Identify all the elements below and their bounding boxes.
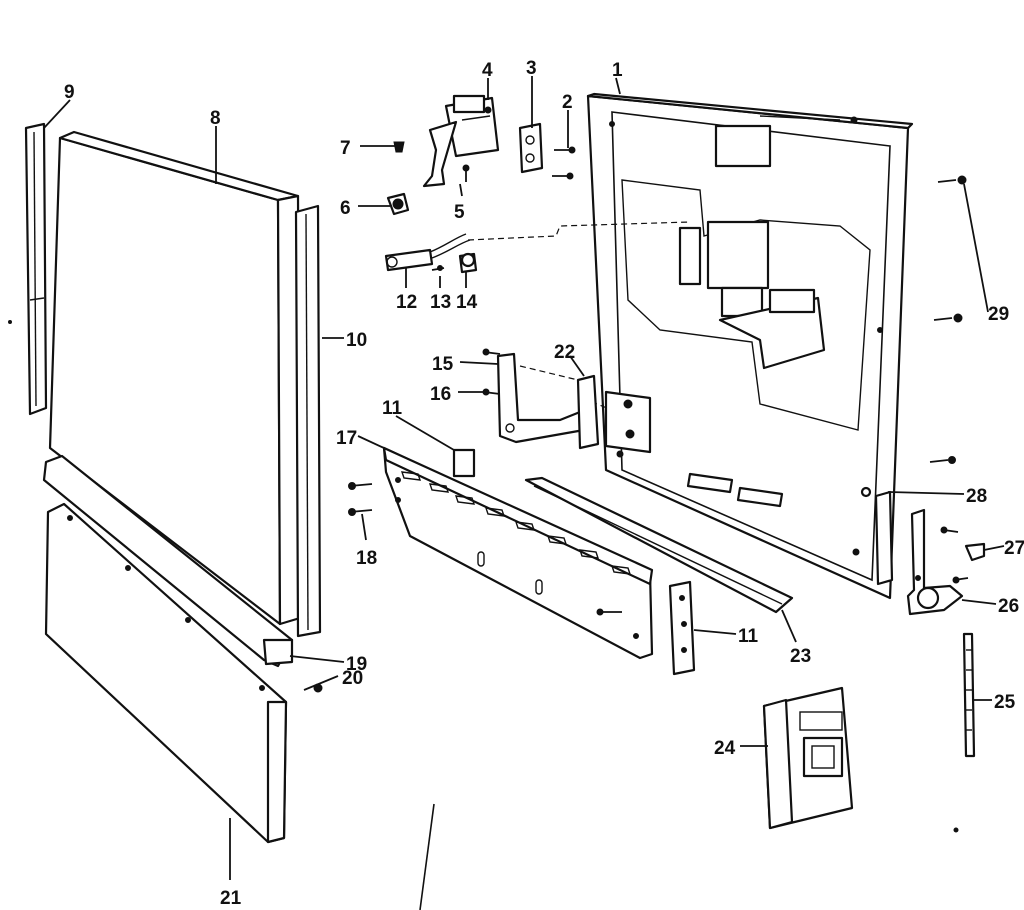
callout-labels: 1 2 3 4 5 6 7 8 9 10 11 11 12 13 14 15 1… [64,58,1024,909]
callout-11-upper: 11 [382,398,403,419]
part-13-screw [431,265,445,271]
part-12-switch [384,233,471,272]
callout-14: 14 [456,292,478,313]
callout-13: 13 [430,292,451,313]
callout-17: 17 [336,428,357,449]
callout-28: 28 [966,486,987,507]
part-29-screws [929,175,967,464]
callout-2: 2 [562,92,573,113]
callout-leaders [43,76,1005,880]
part-21-access-panel [44,502,288,844]
callout-25: 25 [994,692,1016,713]
part-27-clip [940,526,986,584]
scan-marks [8,320,959,910]
part-19-bottom-strip [42,454,294,668]
part-26-hinge [906,508,964,616]
callout-1: 1 [612,60,623,81]
part-6-knob [358,192,410,216]
part-17-control-panel [382,446,654,660]
part-22-hinge-plate [576,374,652,454]
callout-24: 24 [714,738,736,759]
callout-12: 12 [396,292,417,313]
part-2-screws [552,146,576,180]
part-16-screw [482,388,501,396]
part-9-side-trim [24,122,48,416]
part-15-screw [482,348,501,356]
callout-15: 15 [432,354,454,375]
part-28-door-trim [860,486,894,586]
callout-4: 4 [482,60,493,81]
callout-29: 29 [988,304,1009,325]
part-20-screw [303,675,339,693]
part-7-screw [360,141,405,153]
part-24-booklet [762,686,854,830]
part-23-rail [524,476,794,616]
callout-19: 19 [346,654,367,675]
callout-20: 20 [342,668,363,689]
part-11-bracket-right [668,580,696,676]
callout-23: 23 [790,646,811,667]
callout-26: 26 [998,596,1019,617]
part-18-screws [348,482,373,516]
part-1-inner-door-liner [586,92,914,600]
part-3-strike-bracket [518,122,544,174]
callout-18: 18 [356,548,377,569]
callout-8: 8 [210,108,221,129]
callout-11-lower: 11 [738,626,759,647]
callout-22: 22 [554,342,575,363]
callout-27: 27 [1004,538,1024,559]
part-14-actuator [458,252,478,274]
callout-21: 21 [220,888,242,909]
part-10-side-trim [294,204,322,638]
hinge-arm [496,352,586,444]
panel-slots [400,471,632,575]
callout-5: 5 [454,202,465,223]
callout-6: 6 [340,198,351,219]
callout-3: 3 [526,58,537,79]
callout-16: 16 [430,384,451,405]
callout-10: 10 [346,330,367,351]
callout-7: 7 [340,138,351,159]
callout-9: 9 [64,82,75,103]
part-25-gasket-strip [962,632,976,758]
part-5-screw [462,164,470,182]
part-4-latch-assembly [422,94,500,188]
